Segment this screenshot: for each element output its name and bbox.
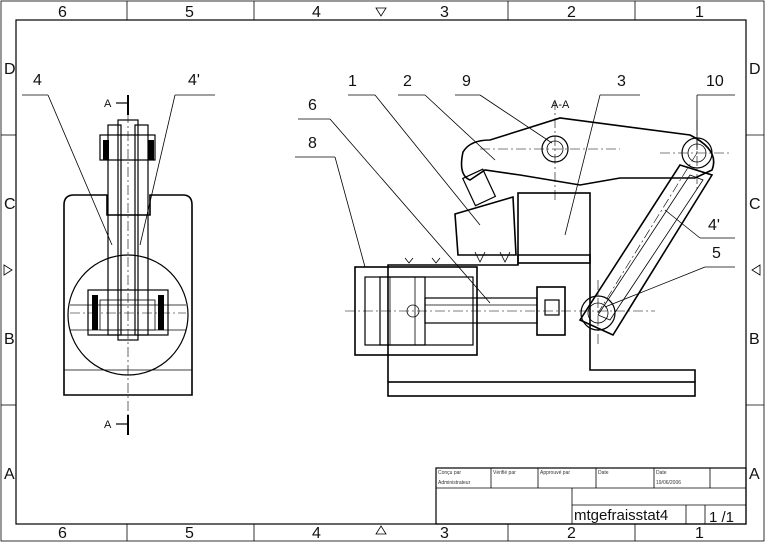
zone-bottom-1: 1 <box>695 525 704 542</box>
date-value: 19/06/2006 <box>656 480 681 486</box>
section-title: A-A <box>551 99 570 111</box>
zone-top-3: 3 <box>440 4 449 21</box>
section-marker-top: A <box>104 98 112 110</box>
section-marker-bottom: A <box>104 419 112 431</box>
centering-marks <box>3 7 761 535</box>
label-part-5: 5 <box>712 245 721 262</box>
label-part-3: 3 <box>617 73 626 90</box>
zone-left-D: D <box>4 61 16 78</box>
zone-left-C: C <box>4 196 16 213</box>
leaders-left <box>22 94 215 246</box>
label-part-6: 6 <box>308 97 317 114</box>
label-part-2: 2 <box>403 73 412 90</box>
zone-top-6: 6 <box>58 4 67 21</box>
label-part-9: 9 <box>462 73 471 90</box>
designed-by-label: Conçu par <box>438 470 461 476</box>
checked-by-label: Vérifié par <box>493 470 516 476</box>
zone-bottom-3: 3 <box>440 525 449 542</box>
zone-top-1: 1 <box>695 4 704 21</box>
title-block <box>435 467 747 525</box>
label-part-10: 10 <box>706 73 724 90</box>
zone-bottom-2: 2 <box>567 525 576 542</box>
label-part-4: 4 <box>33 72 42 89</box>
section-view <box>345 100 730 397</box>
zone-right-D: D <box>749 61 761 78</box>
zone-bottom-5: 5 <box>185 525 194 542</box>
designed-by-value: Administrateur <box>438 480 471 486</box>
date-label-2: Date <box>656 470 667 476</box>
zone-left-A: A <box>4 466 15 483</box>
side-view <box>63 95 193 435</box>
zone-top-5: 5 <box>185 4 194 21</box>
zone-right-B: B <box>749 331 760 348</box>
approved-by-label: Approuvé par <box>540 470 570 476</box>
zone-left-B: B <box>4 331 15 348</box>
zone-top-4: 4 <box>312 4 321 21</box>
label-part-8: 8 <box>308 135 317 152</box>
label-part-4prime-left: 4' <box>188 72 200 89</box>
drawing-name: mtgefraisstat4 <box>574 507 668 524</box>
zone-top-2: 2 <box>567 4 576 21</box>
zone-right-C: C <box>749 196 761 213</box>
inner-frame <box>15 19 747 525</box>
label-part-4prime-right: 4' <box>708 217 720 234</box>
date-label-1: Date <box>598 470 609 476</box>
zone-bottom-6: 6 <box>58 525 67 542</box>
sheet-number: 1 /1 <box>709 509 734 526</box>
leaders-right <box>295 94 735 308</box>
label-part-1: 1 <box>348 73 357 90</box>
zone-bottom-4: 4 <box>312 525 321 542</box>
zone-right-A: A <box>749 466 760 483</box>
